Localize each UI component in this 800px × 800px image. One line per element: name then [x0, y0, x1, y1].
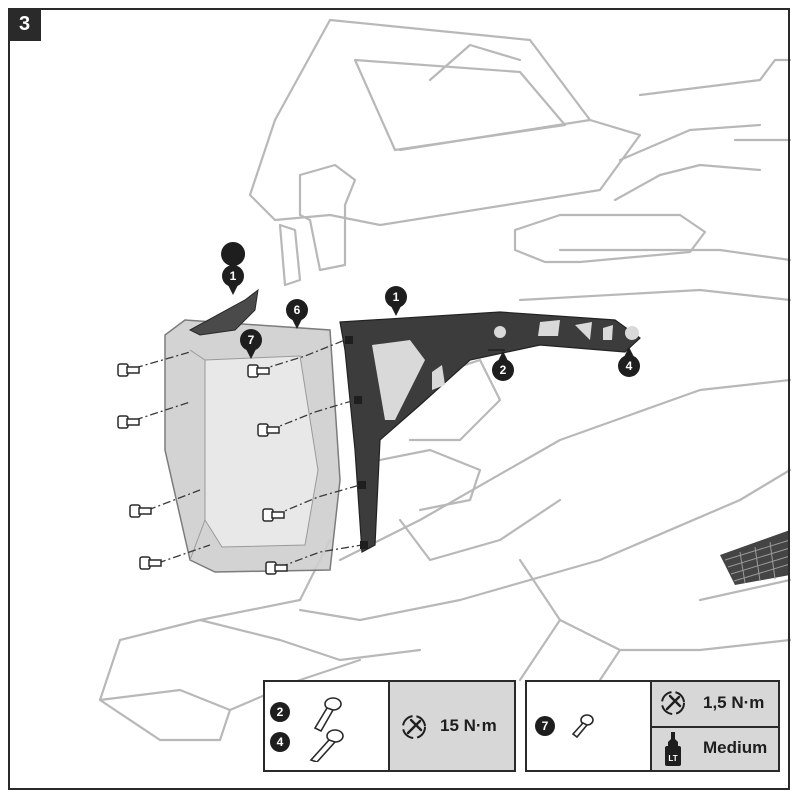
- svg-text:LT: LT: [668, 754, 677, 763]
- divider: [652, 726, 778, 728]
- svg-text:1: 1: [393, 290, 400, 304]
- small-screw-icon: [571, 714, 594, 739]
- divider: [650, 682, 652, 770]
- svg-text:4: 4: [626, 359, 633, 373]
- nut-markers: [345, 336, 368, 549]
- screw: [262, 508, 285, 522]
- callout-7: 7: [240, 329, 262, 359]
- screw: [139, 556, 162, 570]
- torque-cell: [390, 682, 514, 770]
- svg-text:2: 2: [500, 363, 507, 377]
- callout-6: 6: [286, 299, 308, 329]
- callout-2: 2: [492, 351, 514, 381]
- bolt-icons: [309, 697, 344, 762]
- screws: [117, 363, 288, 575]
- part-badge-4: 4: [270, 732, 290, 752]
- torque-value: 15 N·m: [440, 716, 497, 735]
- svg-text:7: 7: [248, 333, 255, 347]
- small-bracket: [188, 288, 259, 336]
- screw: [117, 363, 140, 377]
- screw: [257, 423, 280, 437]
- long-bolt-icon: [309, 729, 344, 762]
- screw-alignment-lines: [134, 339, 363, 568]
- torque-wrench-icon: [661, 691, 685, 715]
- headlight-guard: [164, 319, 341, 573]
- page-frame: [8, 8, 790, 790]
- callout-1-left: 1: [221, 242, 246, 295]
- step-number: 3: [8, 8, 41, 41]
- callout-1-right: 1: [385, 286, 407, 316]
- short-bolt-icon: [313, 697, 342, 733]
- divider: [388, 682, 390, 770]
- screw: [265, 561, 288, 575]
- part-badge-2: 2: [270, 702, 290, 722]
- torque-info-box-right: 7 1,5 N·m LT Medium: [525, 680, 780, 772]
- svg-text:1: 1: [230, 269, 237, 283]
- svg-text:6: 6: [294, 303, 301, 317]
- screw: [117, 415, 140, 429]
- threadlock-strength: Medium: [703, 738, 768, 757]
- torque-info-box-left: 2 4 15 N·m: [263, 680, 516, 772]
- callout-4: 4: [618, 347, 640, 377]
- torque-value: 1,5 N·m: [703, 693, 765, 712]
- mounting-bracket: [339, 311, 641, 553]
- torque-wrench-icon: [402, 715, 426, 739]
- screw: [129, 504, 152, 518]
- screw: [247, 364, 270, 378]
- threadlock-bottle-icon: LT: [665, 732, 681, 766]
- part-badge-7: 7: [535, 716, 555, 736]
- vent-grille: [720, 530, 791, 585]
